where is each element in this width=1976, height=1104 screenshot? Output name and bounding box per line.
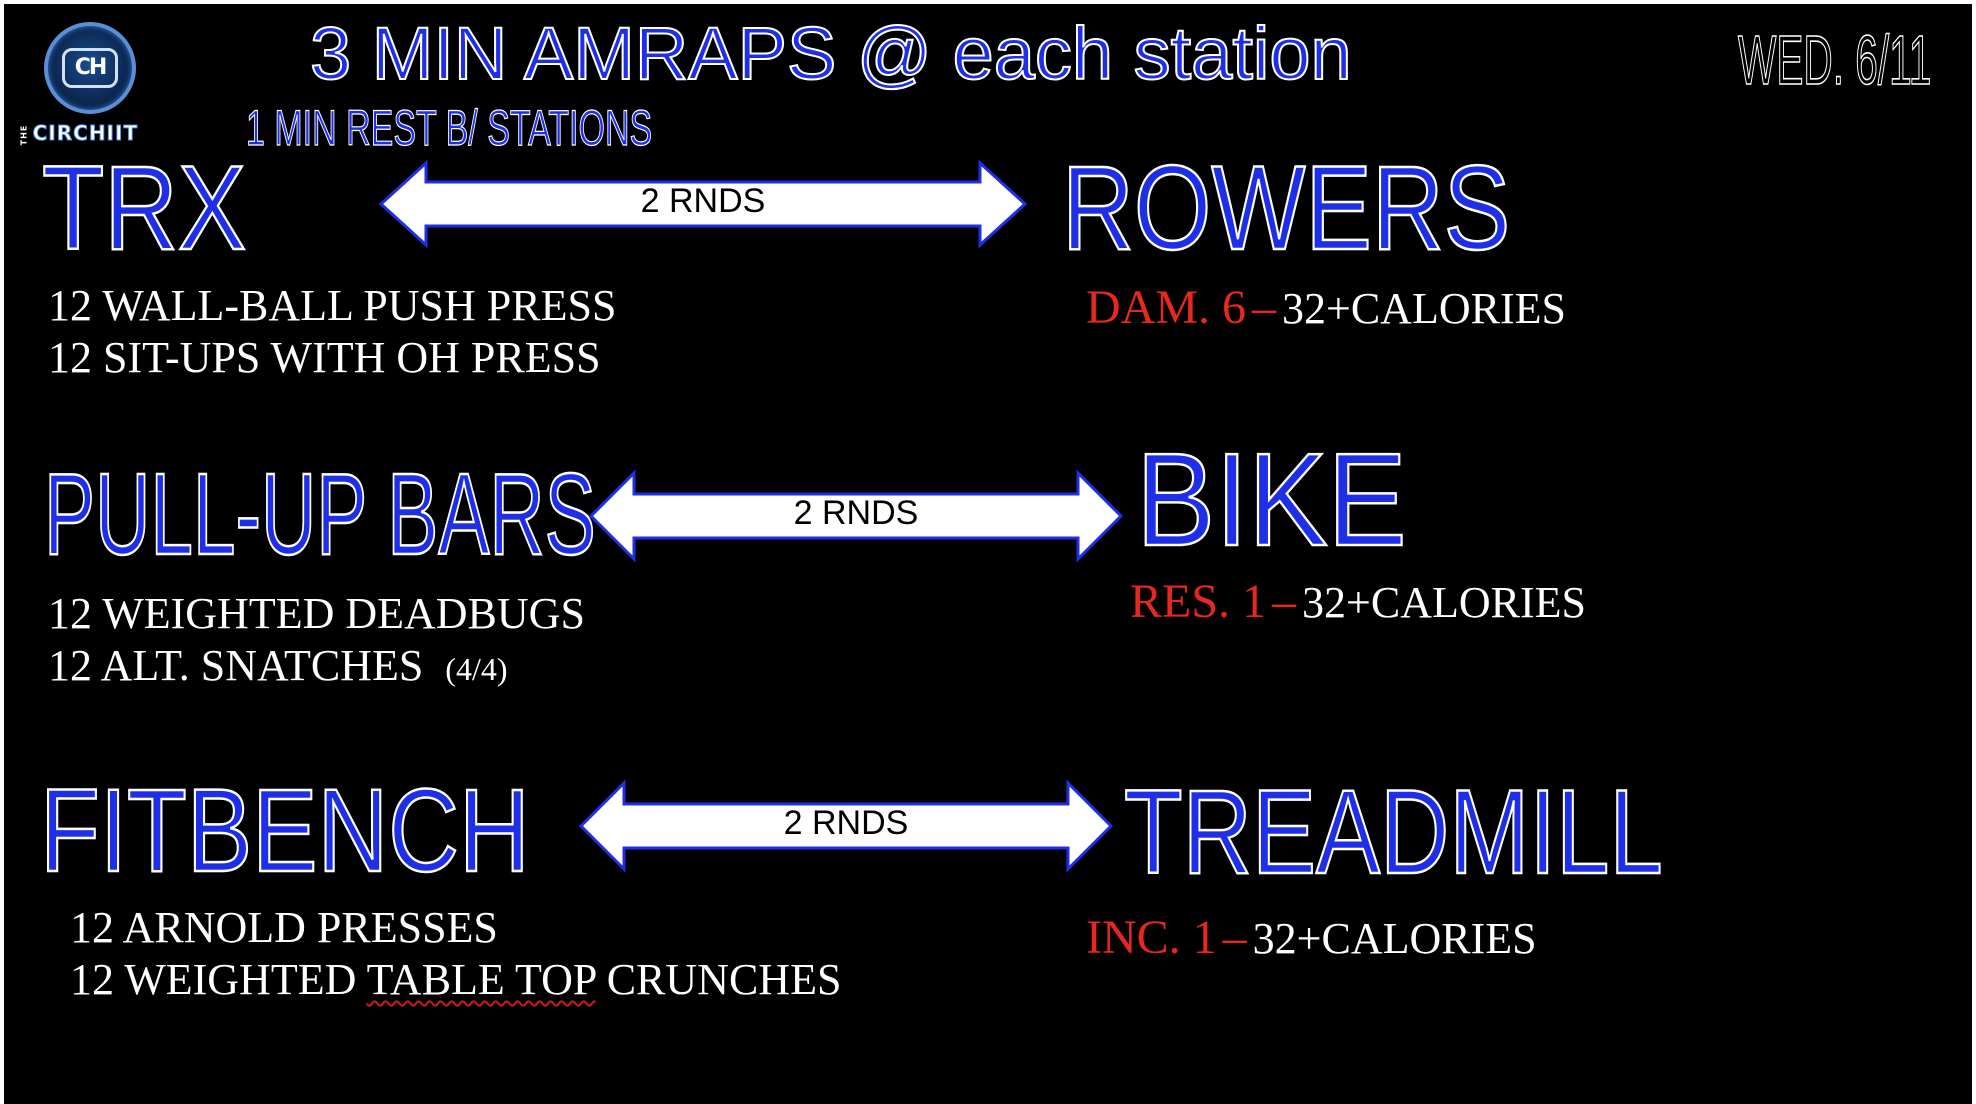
arrow-label-rounds: 2 RNDS: [640, 182, 766, 220]
station-rowers: ROWERS: [1061, 141, 1511, 275]
exercise-line: 12 ARNOLD PRESSES: [70, 903, 498, 952]
exercise-line: 12 WALL-BALL PUSH PRESS: [48, 281, 617, 330]
cardio-line-treadmill: INC. 1–32+CALORIES: [1086, 911, 1537, 964]
double-arrow-icon: [378, 160, 1028, 248]
cardio-target: 32+CALORIES: [1252, 914, 1537, 963]
station-bike: BIKE: [1135, 426, 1408, 573]
station-fitbench: FITBENCH: [39, 765, 531, 897]
cardio-setting: DAM. 6: [1086, 281, 1247, 334]
spellcheck-underlined-text: TABLE TOP: [366, 955, 596, 1004]
station-trx: TRX: [41, 141, 247, 275]
exercise-line: 12 WEIGHTED DEADBUGS: [48, 589, 585, 638]
station-pull-up-bars: PULL-UP BARS: [43, 449, 596, 579]
exercise-note: (4/4): [445, 651, 508, 687]
cardio-line-bike: RES. 1–32+CALORIES: [1130, 575, 1586, 628]
cardio-target: 32+CALORIES: [1302, 578, 1586, 627]
exercise-line: 12 WEIGHTED TABLE TOP CRUNCHES: [70, 955, 842, 1004]
double-arrow-icon: [578, 780, 1114, 872]
date-label: WED. 6/11: [1738, 21, 1932, 99]
cardio-setting: INC. 1: [1086, 911, 1217, 964]
page-title: 3 MIN AMRAPS @ each station: [309, 11, 1353, 96]
exercise-line: 12 SIT-UPS WITH OH PRESS: [48, 333, 601, 382]
exercise-line: 12 ALT. SNATCHES (4/4): [48, 641, 508, 690]
arrow-label-rounds: 2 RNDS: [793, 494, 919, 532]
station-treadmill: TREADMILL: [1123, 765, 1664, 899]
double-arrow-icon: [588, 470, 1124, 562]
arrow-label-rounds: 2 RNDS: [783, 804, 909, 842]
cardio-line-rowers: DAM. 6–32+CALORIES: [1086, 281, 1566, 334]
rest-subtitle: 1 MIN REST B/ STATIONS: [246, 99, 653, 156]
cardio-setting: RES. 1: [1130, 575, 1267, 628]
circhiit-logo-icon: CH: [44, 22, 136, 114]
cardio-target: 32+CALORIES: [1282, 284, 1566, 333]
logo-monogram: CH: [62, 48, 118, 88]
